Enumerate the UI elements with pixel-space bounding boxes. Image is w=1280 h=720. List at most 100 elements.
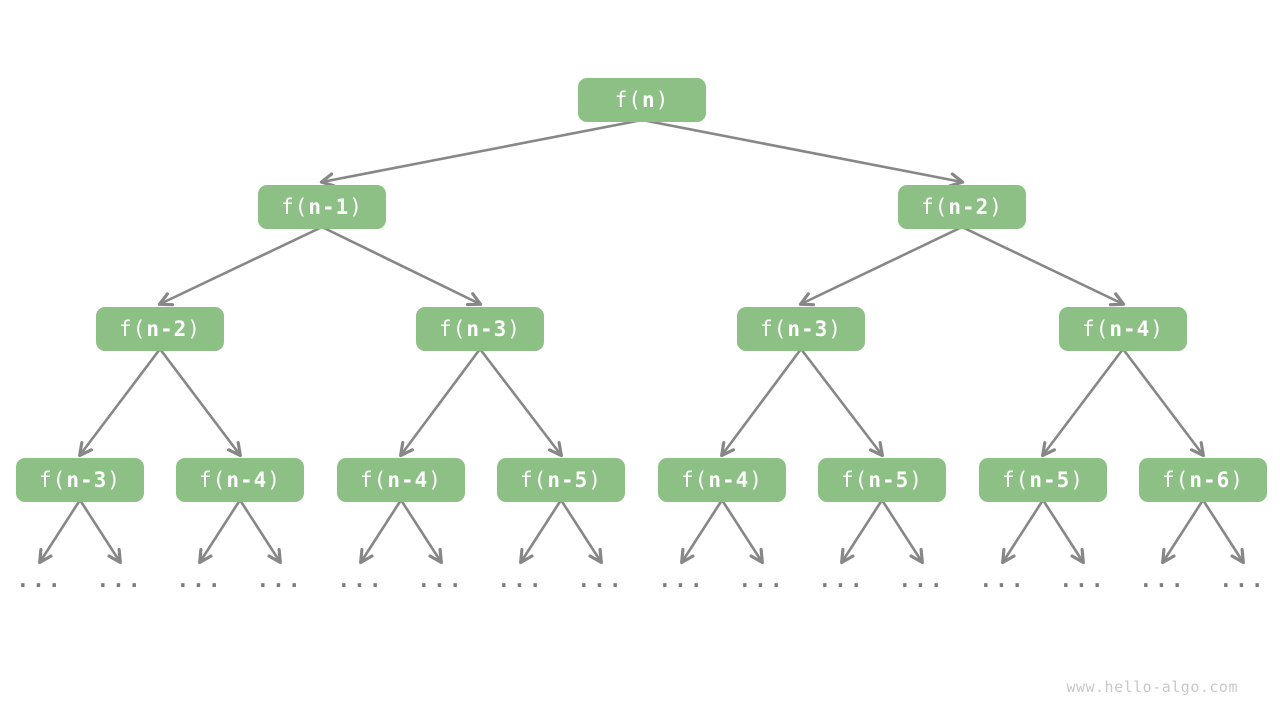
tree-edge-arrow (720, 499, 764, 565)
node-label-arg: n-5 (547, 468, 589, 492)
node-label-pre: f( (520, 468, 548, 492)
tree-node: f(n-2) (96, 307, 224, 351)
ellipsis-label: ... (96, 568, 144, 592)
tree-edge-arrow (319, 118, 643, 188)
tree-node: f(n-4) (176, 458, 304, 502)
ellipsis-label: ... (658, 568, 706, 592)
ellipsis-label: ... (497, 568, 545, 592)
node-label-post: ) (588, 468, 602, 492)
ellipsis-label: ... (898, 568, 946, 592)
tree-edge-arrow (78, 348, 162, 458)
node-label-pre: f( (1162, 468, 1190, 492)
tree-edge-arrow (641, 118, 965, 188)
node-label-pre: f( (1082, 317, 1110, 341)
ellipsis-label: ... (738, 568, 786, 592)
tree-edge-arrow (157, 225, 323, 307)
node-label-post: ) (1230, 468, 1244, 492)
ellipsis-label: ... (818, 568, 866, 592)
node-label-arg: n-6 (1189, 468, 1231, 492)
node-label-post: ) (507, 317, 521, 341)
tree-edge-arrow (799, 348, 884, 458)
tree-node: f(n-3) (16, 458, 144, 502)
ellipsis-label: ... (337, 568, 385, 592)
tree-node: f(n-5) (818, 458, 946, 502)
node-label-arg: n-4 (708, 468, 750, 492)
node-label-pre: f( (119, 317, 147, 341)
ellipsis-label: ... (979, 568, 1027, 592)
node-label-arg: n-4 (226, 468, 268, 492)
tree-edge-arrow (1121, 348, 1205, 458)
node-label-post: ) (909, 468, 923, 492)
tree-node: f(n-6) (1139, 458, 1267, 502)
tree-edge-arrow (1201, 499, 1245, 565)
node-label-arg: n-5 (868, 468, 910, 492)
node-label-arg: n-2 (948, 195, 990, 219)
tree-edge-arrow (321, 225, 483, 307)
tree-edge-arrow (1001, 499, 1045, 565)
node-label-post: ) (267, 468, 281, 492)
node-label-arg: n-3 (787, 317, 829, 341)
node-label-arg: n-2 (146, 317, 188, 341)
node-label-arg: n-3 (466, 317, 508, 341)
tree-edge-arrow (1161, 499, 1205, 565)
ellipsis-label: ... (1219, 568, 1267, 592)
tree-edge-arrow (78, 499, 122, 565)
node-label-pre: f( (281, 195, 309, 219)
node-label-arg: n-4 (1109, 317, 1151, 341)
ellipsis-label: ... (256, 568, 304, 592)
node-label-arg: n-1 (308, 195, 350, 219)
tree-node: f(n-4) (658, 458, 786, 502)
tree-edge-arrow (840, 499, 884, 565)
ellipsis-label: ... (1139, 568, 1187, 592)
tree-edge-arrow (238, 499, 282, 565)
tree-node: f(n-5) (979, 458, 1107, 502)
tree-edge-arrow (399, 348, 482, 458)
tree-edge-arrow (478, 348, 563, 458)
watermark: www.hello-algo.com (1066, 678, 1238, 696)
node-label-post: ) (1150, 317, 1164, 341)
tree-edge-arrow (880, 499, 924, 565)
tree-node: f(n-2) (898, 185, 1026, 229)
node-label-post: ) (107, 468, 121, 492)
node-label-post: ) (749, 468, 763, 492)
tree-edge-arrow (399, 499, 443, 565)
tree-node: f(n-4) (337, 458, 465, 502)
tree-edge-arrow (519, 499, 563, 565)
ellipsis-label: ... (577, 568, 625, 592)
node-label-post: ) (428, 468, 442, 492)
node-label-pre: f( (841, 468, 869, 492)
node-label-pre: f( (760, 317, 788, 341)
tree-node: f(n) (578, 78, 706, 122)
tree-node: f(n-1) (258, 185, 386, 229)
node-label-post: ) (187, 317, 201, 341)
tree-node: f(n-3) (737, 307, 865, 351)
tree-edge-arrow (359, 499, 403, 565)
node-label-arg: n-5 (1029, 468, 1071, 492)
node-label-arg: n (641, 88, 656, 112)
tree-edge-arrow (1041, 499, 1085, 565)
node-label-pre: f( (681, 468, 709, 492)
node-label-post: ) (828, 317, 842, 341)
ellipsis-label: ... (176, 568, 224, 592)
tree-edge-arrow (680, 499, 724, 565)
ellipsis-label: ... (16, 568, 64, 592)
node-label-arg: n-4 (387, 468, 429, 492)
tree-edge-arrow (559, 499, 603, 565)
tree-edge-arrow (158, 348, 242, 458)
node-label-pre: f( (199, 468, 227, 492)
node-label-pre: f( (360, 468, 388, 492)
tree-edge-arrow (798, 225, 963, 307)
tree-node: f(n-3) (416, 307, 544, 351)
node-label-pre: f( (439, 317, 467, 341)
node-label-pre: f( (1002, 468, 1030, 492)
node-label-post: ) (1070, 468, 1084, 492)
node-label-pre: f( (39, 468, 67, 492)
tree-edge-arrow (38, 499, 82, 565)
node-label-post: ) (349, 195, 363, 219)
ellipsis-label: ... (1059, 568, 1107, 592)
node-label-pre: f( (614, 88, 642, 112)
node-label-post: ) (655, 88, 670, 112)
tree-edge-arrow (961, 225, 1126, 307)
